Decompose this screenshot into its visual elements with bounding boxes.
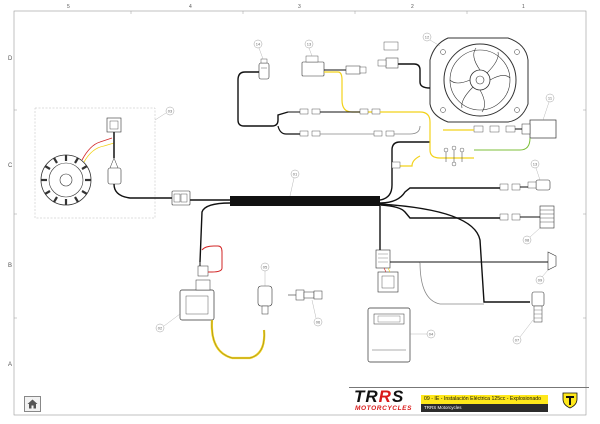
drawing-border bbox=[13, 10, 587, 416]
stator-wire bbox=[113, 183, 150, 199]
main-harness-sleeve bbox=[230, 196, 380, 206]
stator-connector bbox=[106, 117, 122, 185]
svg-text:13: 13 bbox=[307, 42, 312, 47]
voltage-regulator bbox=[521, 119, 557, 139]
svg-text:13: 13 bbox=[533, 162, 538, 167]
grid-column-label: 3 bbox=[298, 4, 301, 10]
ignition-switch-harness bbox=[443, 145, 465, 167]
drawing-subtitle: TRRS Motorcycles bbox=[421, 404, 548, 412]
grid-row-label: D bbox=[8, 56, 13, 62]
harness-branches bbox=[150, 141, 530, 303]
radiator-fan bbox=[429, 37, 529, 123]
svg-text:14: 14 bbox=[256, 42, 261, 47]
fan-switch-connector bbox=[345, 65, 367, 75]
grid-column-label: 1 bbox=[522, 4, 525, 10]
temperature-sender bbox=[258, 58, 270, 80]
sender-wire bbox=[237, 71, 289, 127]
callout-13: 13 bbox=[304, 39, 314, 57]
speed-sensor bbox=[527, 179, 551, 191]
grid-row-label: B bbox=[8, 263, 13, 269]
grid-row-label: C bbox=[8, 163, 13, 169]
horn bbox=[547, 251, 557, 271]
drawing-title: 09 - IE - Instalación Eléctrica 125cc - … bbox=[421, 395, 548, 404]
home-icon bbox=[27, 399, 38, 409]
svg-text:11: 11 bbox=[548, 96, 553, 101]
title-block: TRRS MOTORCYCLES 09 - IE - Instalación E… bbox=[349, 387, 589, 414]
home-button[interactable] bbox=[24, 396, 41, 412]
fan-wire bbox=[398, 63, 431, 89]
spark-plug-cap bbox=[257, 285, 273, 315]
svg-text:08: 08 bbox=[525, 238, 530, 243]
callout-03: 03 bbox=[154, 106, 175, 121]
ignition-coil bbox=[179, 265, 215, 321]
fan-connector bbox=[377, 41, 399, 69]
stator-icon bbox=[40, 154, 92, 206]
grid-column-label: 2 bbox=[411, 4, 414, 10]
callout-02: 02 bbox=[155, 313, 181, 333]
callout-14: 14 bbox=[253, 39, 264, 60]
spark-plug bbox=[288, 289, 323, 301]
pickup-wire bbox=[81, 137, 113, 161]
inline-connectors bbox=[299, 108, 395, 137]
regulator-connectors bbox=[473, 125, 516, 133]
callout-01: 01 bbox=[289, 169, 300, 197]
svg-text:05: 05 bbox=[263, 265, 268, 270]
callout-07: 07 bbox=[512, 319, 534, 345]
grid-ticks bbox=[14, 11, 586, 319]
yellow-connector bbox=[391, 161, 401, 169]
grid-row-label: A bbox=[8, 362, 13, 368]
oil-sensor bbox=[531, 291, 545, 323]
brand-logo: TRRS MOTORCYCLES bbox=[349, 387, 421, 414]
callout-05: 05 bbox=[260, 262, 270, 286]
callout-04: 04 bbox=[410, 329, 436, 339]
callout-08: 08 bbox=[522, 227, 541, 245]
svg-text:03: 03 bbox=[168, 109, 173, 114]
callout-11: 11 bbox=[542, 93, 555, 121]
grid-column-label: 5 bbox=[67, 4, 70, 10]
svg-text:09: 09 bbox=[538, 278, 543, 283]
ecu-unit bbox=[367, 307, 411, 363]
callout-12: 12 bbox=[422, 32, 441, 47]
svg-text:07: 07 bbox=[515, 338, 520, 343]
callout-13b: 13 bbox=[530, 159, 541, 181]
svg-text:04: 04 bbox=[429, 332, 434, 337]
trrs-shield-icon bbox=[562, 392, 578, 409]
pickup-wire-yellow bbox=[83, 142, 115, 163]
main-connector bbox=[171, 190, 191, 206]
ecu-connector bbox=[375, 249, 399, 293]
logo-subtext: MOTORCYCLES bbox=[355, 405, 413, 412]
grid-column-label: 4 bbox=[189, 4, 192, 10]
logo-wordmark: TRRS bbox=[354, 387, 405, 406]
callout-09: 09 bbox=[535, 269, 549, 285]
stator-group-box bbox=[34, 107, 156, 219]
svg-text:12: 12 bbox=[425, 35, 430, 40]
relay-module bbox=[301, 55, 325, 77]
svg-text:02: 02 bbox=[158, 326, 163, 331]
svg-text:06: 06 bbox=[316, 320, 321, 325]
svg-text:01: 01 bbox=[293, 172, 298, 177]
headlight-connector bbox=[539, 205, 555, 229]
title-block-rule bbox=[349, 387, 589, 388]
callout-06: 06 bbox=[311, 299, 323, 327]
